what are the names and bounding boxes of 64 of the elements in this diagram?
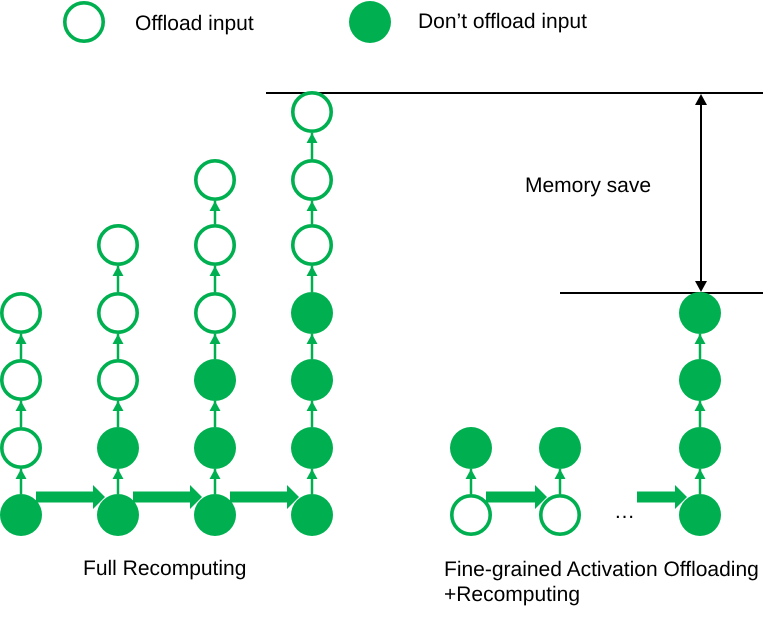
- filled-circle-node: [194, 359, 236, 401]
- block-arrow: [637, 485, 687, 509]
- filled-circle-node: [194, 494, 236, 536]
- legend-label: Offload input: [135, 12, 254, 36]
- block-arrow: [133, 485, 202, 509]
- hollow-circle-node: [97, 359, 139, 401]
- filled-circle-node: [291, 292, 333, 334]
- filled-circle-node: [291, 359, 333, 401]
- hollow-circle-node: [450, 494, 492, 536]
- panel-caption: Fine-grained Activation Offloading +Recomputing: [444, 557, 760, 607]
- block-arrow: [36, 485, 105, 509]
- filled-circle-node: [0, 494, 42, 536]
- arrow: [16, 401, 26, 427]
- arrow: [466, 469, 476, 494]
- arrow: [16, 469, 26, 494]
- hollow-circle-node: [539, 494, 581, 536]
- arrow: [112, 401, 124, 427]
- block-arrow: [486, 485, 547, 509]
- block-arrow: [230, 485, 299, 509]
- hollow-circle-node: [194, 292, 236, 334]
- arrow: [306, 201, 318, 224]
- hollow-circle-node: [194, 224, 236, 266]
- arrow: [694, 334, 706, 359]
- hollow-circle-node: [0, 292, 42, 334]
- hollow-circle-node: [97, 224, 139, 266]
- filled-circle-node: [291, 494, 333, 536]
- arrow: [16, 334, 26, 359]
- filled-circle-node: [97, 427, 139, 469]
- arrow: [694, 401, 706, 427]
- arrow: [210, 401, 220, 427]
- arrow: [306, 469, 318, 494]
- arrow: [210, 266, 220, 292]
- legend-label: Don’t offload input: [418, 10, 587, 34]
- hollow-circle-node: [194, 159, 236, 201]
- ellipsis-text: …: [614, 500, 635, 524]
- hollow-circle-node: [291, 91, 333, 133]
- panel-caption: Full Recomputing: [83, 557, 246, 581]
- hollow-circle-node: [0, 427, 42, 469]
- arrow: [210, 469, 220, 494]
- filled-circle-node: [679, 427, 721, 469]
- filled-circle-node: [679, 494, 721, 536]
- filled-circle-node: [194, 427, 236, 469]
- arrow: [306, 401, 318, 427]
- hollow-circle-node: [97, 292, 139, 334]
- arrow: [694, 469, 706, 494]
- arrow: [554, 469, 566, 494]
- filled-circle-node: [97, 494, 139, 536]
- arrow: [306, 334, 318, 359]
- hollow-circle-node: [0, 359, 42, 401]
- filled-circle-node: [679, 292, 721, 334]
- filled-circle-node: [679, 359, 721, 401]
- arrow: [306, 133, 318, 159]
- arrow: [112, 334, 124, 359]
- hollow-circle-node: [291, 224, 333, 266]
- arrow: [210, 201, 220, 224]
- filled-circle-node: [291, 427, 333, 469]
- dimension-label: Memory save: [525, 174, 652, 198]
- filled-circle-node: [450, 427, 492, 469]
- filled-circle-node: [539, 427, 581, 469]
- arrow: [306, 266, 318, 292]
- hollow-circle-node: [291, 159, 333, 201]
- arrow: [112, 266, 124, 292]
- arrow: [112, 469, 124, 494]
- arrow: [210, 334, 220, 359]
